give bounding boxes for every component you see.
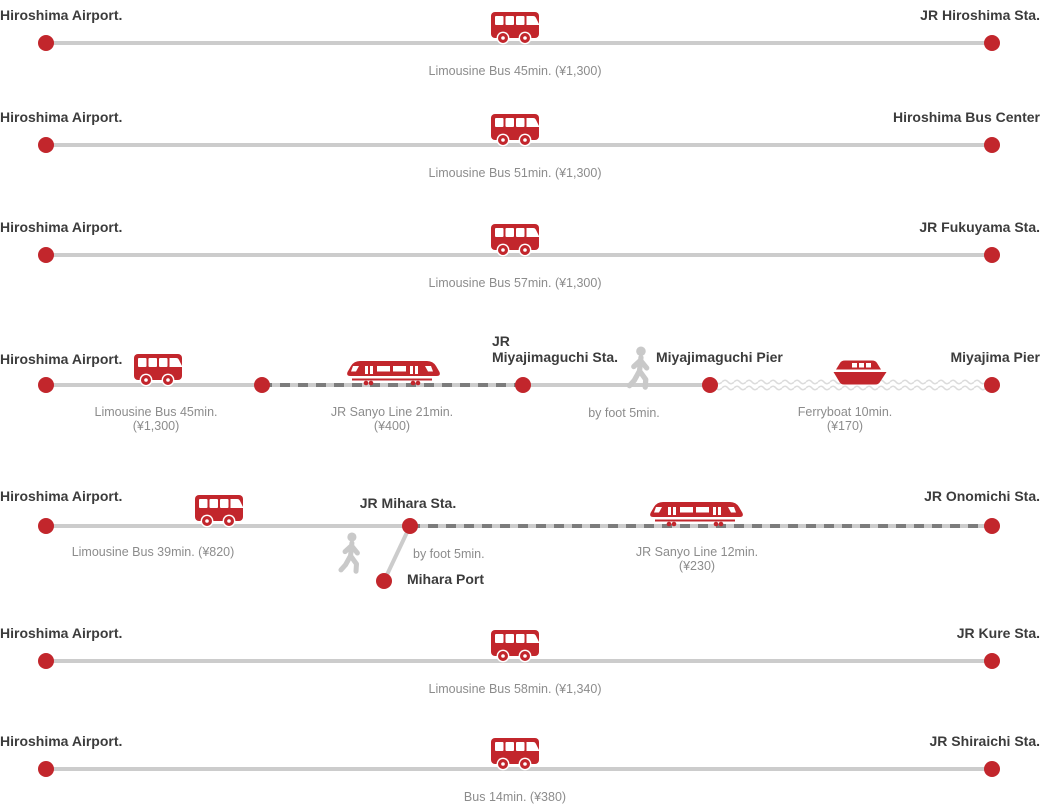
origin-stop-dot [38, 247, 54, 263]
route-line [46, 41, 992, 45]
train-segment-line [410, 524, 992, 528]
bus-icon [490, 737, 540, 771]
walking-person-icon [623, 346, 657, 390]
route-line [46, 659, 992, 663]
origin-stop-dot [38, 518, 54, 534]
destination-stop-dot [984, 653, 1000, 669]
destination-label: Miyajima Pier [950, 349, 1040, 365]
train-segment-line [262, 383, 523, 387]
bus-icon [490, 223, 540, 257]
ferry-segment-caption: Ferryboat 10min. [797, 405, 893, 419]
route-row-fukuyama: Hiroshima Airport. JR Fukuyama Sta. Limo… [0, 219, 1040, 299]
route-line [46, 143, 992, 147]
route-row-miyajima: Hiroshima Airport. JR Miyajimaguchi Sta.… [0, 330, 1040, 445]
miyajimaguchi-pier-stop-dot [702, 377, 718, 393]
miyajimaguchi-pier-label: Miyajimaguchi Pier [656, 349, 783, 365]
train-icon [344, 360, 440, 386]
walking-person-icon [335, 532, 367, 574]
destination-stop-dot [984, 518, 1000, 534]
train-segment-fare: (¥400) [373, 419, 411, 433]
origin-stop-dot [38, 35, 54, 51]
walk-segment-line [523, 383, 710, 387]
transfer-stop-dot [254, 377, 270, 393]
route-caption: Limousine Bus 45min. (¥1,300) [428, 64, 602, 78]
route-row-shiraichi: Hiroshima Airport. JR Shiraichi Sta. Bus… [0, 733, 1040, 810]
origin-label: Hiroshima Airport. [0, 488, 123, 504]
route-row-bus-center: Hiroshima Airport. Hiroshima Bus Center … [0, 109, 1040, 189]
origin-label: Hiroshima Airport. [0, 109, 123, 125]
destination-stop-dot [984, 137, 1000, 153]
origin-stop-dot [38, 653, 54, 669]
ferryboat-icon [832, 360, 888, 386]
origin-label: Hiroshima Airport. [0, 625, 123, 641]
route-line [46, 253, 992, 257]
origin-label: Hiroshima Airport. [0, 733, 123, 749]
destination-label: Hiroshima Bus Center [892, 109, 1040, 125]
destination-stop-dot [984, 761, 1000, 777]
route-caption: Limousine Bus 51min. (¥1,300) [428, 166, 602, 180]
bus-icon [133, 353, 183, 387]
bus-segment-fare: (¥1,300) [132, 419, 180, 433]
bus-segment-caption: Limousine Bus 39min. (¥820) [71, 545, 235, 559]
destination-stop-dot [984, 35, 1000, 51]
bus-segment-caption: Limousine Bus 45min. [94, 405, 218, 419]
route-line [46, 767, 992, 771]
bus-icon [490, 629, 540, 663]
bus-segment-line [46, 383, 262, 387]
mihara-port-stop-dot [376, 573, 392, 589]
mihara-sta-label: JR Mihara Sta. [359, 495, 457, 511]
ferry-segment-wave-line [710, 378, 992, 392]
route-row-onomichi: Hiroshima Airport. JR Mihara Sta. Mihara… [0, 470, 1040, 600]
destination-stop-dot [984, 247, 1000, 263]
origin-stop-dot [38, 761, 54, 777]
route-caption: Bus 14min. (¥380) [463, 790, 567, 804]
walk-segment-caption: by foot 5min. [588, 406, 660, 420]
ferry-segment-fare: (¥170) [826, 419, 864, 433]
destination-label: JR Onomichi Sta. [924, 488, 1040, 504]
train-segment-caption: JR Sanyo Line 21min. [330, 405, 454, 419]
walk-segment-caption: by foot 5min. [413, 547, 485, 561]
destination-stop-dot [984, 377, 1000, 393]
miyajimaguchi-sta-label-line1: JR [492, 333, 510, 349]
route-row-hiroshima-sta: Hiroshima Airport. JR Hiroshima Sta. Lim… [0, 7, 1040, 87]
route-row-kure: Hiroshima Airport. JR Kure Sta. Limousin… [0, 625, 1040, 705]
origin-label: Hiroshima Airport. [0, 351, 123, 367]
train-icon [647, 501, 743, 527]
destination-label: JR Shiraichi Sta. [929, 733, 1040, 749]
miyajimaguchi-sta-stop-dot [515, 377, 531, 393]
bus-icon [490, 11, 540, 45]
bus-icon [490, 113, 540, 147]
origin-stop-dot [38, 377, 54, 393]
mihara-port-label: Mihara Port [407, 571, 485, 587]
origin-label: Hiroshima Airport. [0, 219, 123, 235]
walk-branch-line [375, 520, 420, 590]
origin-stop-dot [38, 137, 54, 153]
mihara-sta-stop-dot [402, 518, 418, 534]
route-caption: Limousine Bus 58min. (¥1,340) [428, 682, 602, 696]
destination-label: JR Fukuyama Sta. [919, 219, 1040, 235]
destination-label: JR Kure Sta. [956, 625, 1040, 641]
train-segment-caption: JR Sanyo Line 12min. [635, 545, 759, 559]
route-caption: Limousine Bus 57min. (¥1,300) [428, 276, 602, 290]
train-segment-fare: (¥230) [678, 559, 716, 573]
miyajimaguchi-sta-label: JR Miyajimaguchi Sta. [492, 333, 618, 365]
miyajimaguchi-sta-label-line2: Miyajimaguchi Sta. [492, 349, 619, 365]
origin-label: Hiroshima Airport. [0, 7, 123, 23]
destination-label: JR Hiroshima Sta. [920, 7, 1040, 23]
bus-icon [194, 494, 244, 528]
